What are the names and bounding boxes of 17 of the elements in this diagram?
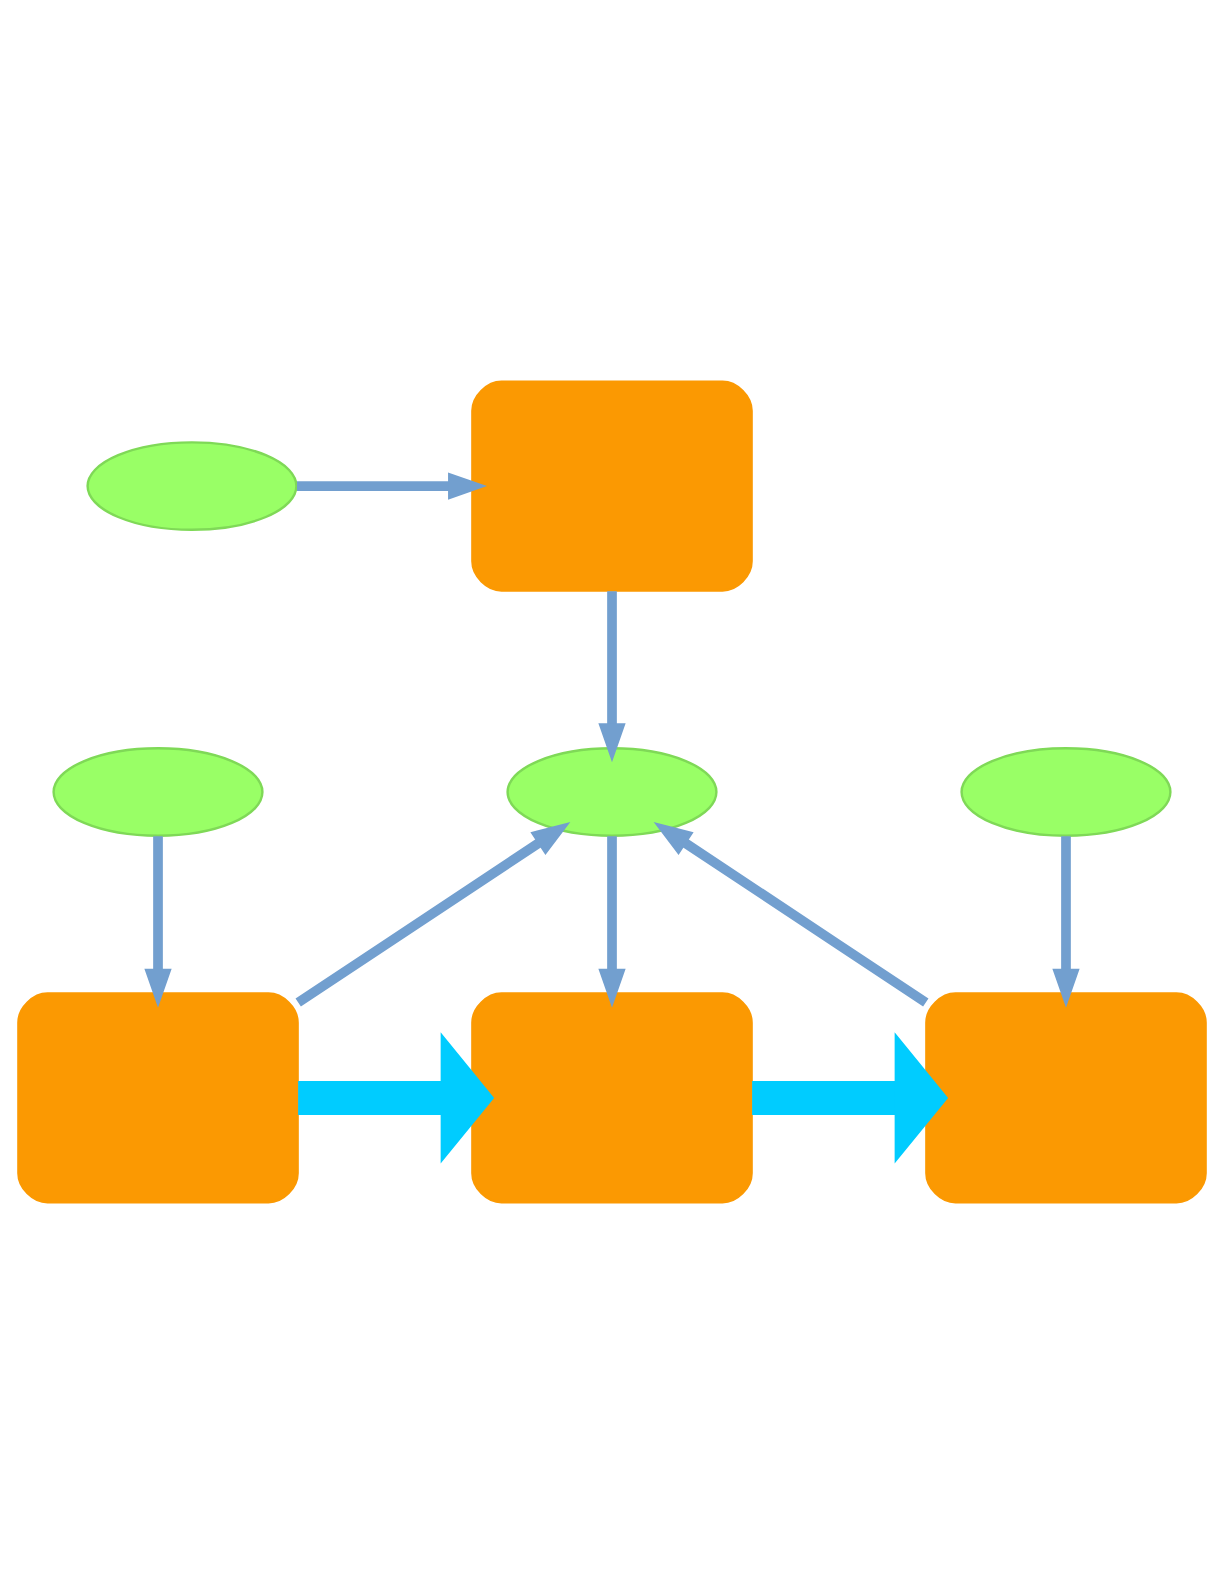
node-ellipse (52, 747, 264, 837)
arrow (598, 591, 626, 763)
node-box (471, 380, 753, 592)
arrow (295, 822, 571, 1007)
arrow (752, 1032, 949, 1164)
arrow (144, 836, 172, 1008)
arrow (653, 822, 929, 1007)
node-box (471, 992, 753, 1204)
node-box (17, 992, 299, 1204)
arrow (598, 836, 626, 1008)
node-ellipse (86, 441, 298, 531)
arrow (297, 472, 488, 500)
arrow (1052, 836, 1080, 1008)
arrow (298, 1032, 495, 1164)
node-box (925, 992, 1207, 1204)
node-ellipse (960, 747, 1172, 837)
node-ellipse (506, 747, 718, 837)
